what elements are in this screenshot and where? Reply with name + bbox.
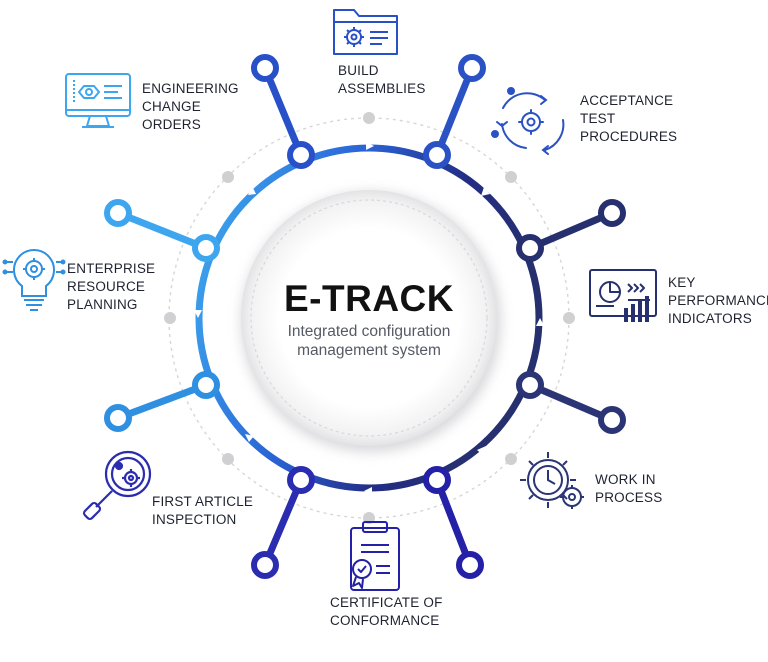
subtitle-line-2: management system bbox=[297, 342, 441, 359]
certificate-icon bbox=[350, 521, 400, 591]
spoke-end-nodes bbox=[104, 54, 626, 579]
ring-nodes bbox=[192, 141, 544, 494]
inner-dashed-ring bbox=[250, 199, 488, 437]
lightbulb-gear-icon bbox=[2, 249, 66, 311]
spokes bbox=[114, 64, 616, 569]
subtitle-line-1: Integrated configuration bbox=[287, 323, 451, 340]
cycle-gear-icon bbox=[491, 87, 565, 155]
magnifier-gear-icon bbox=[82, 450, 152, 521]
chart-board-icon bbox=[589, 269, 657, 322]
ring-dots bbox=[164, 112, 575, 524]
ring-arrows bbox=[194, 142, 544, 495]
folder-gear-icon bbox=[333, 9, 398, 55]
diagram-subtitle: Integrated configuration management syst… bbox=[234, 322, 504, 360]
monitor-blueprint-icon bbox=[65, 73, 131, 128]
gear-clock-icon bbox=[520, 452, 584, 509]
diagram-title: E-TRACK bbox=[284, 278, 454, 319]
center-disk bbox=[241, 190, 497, 446]
